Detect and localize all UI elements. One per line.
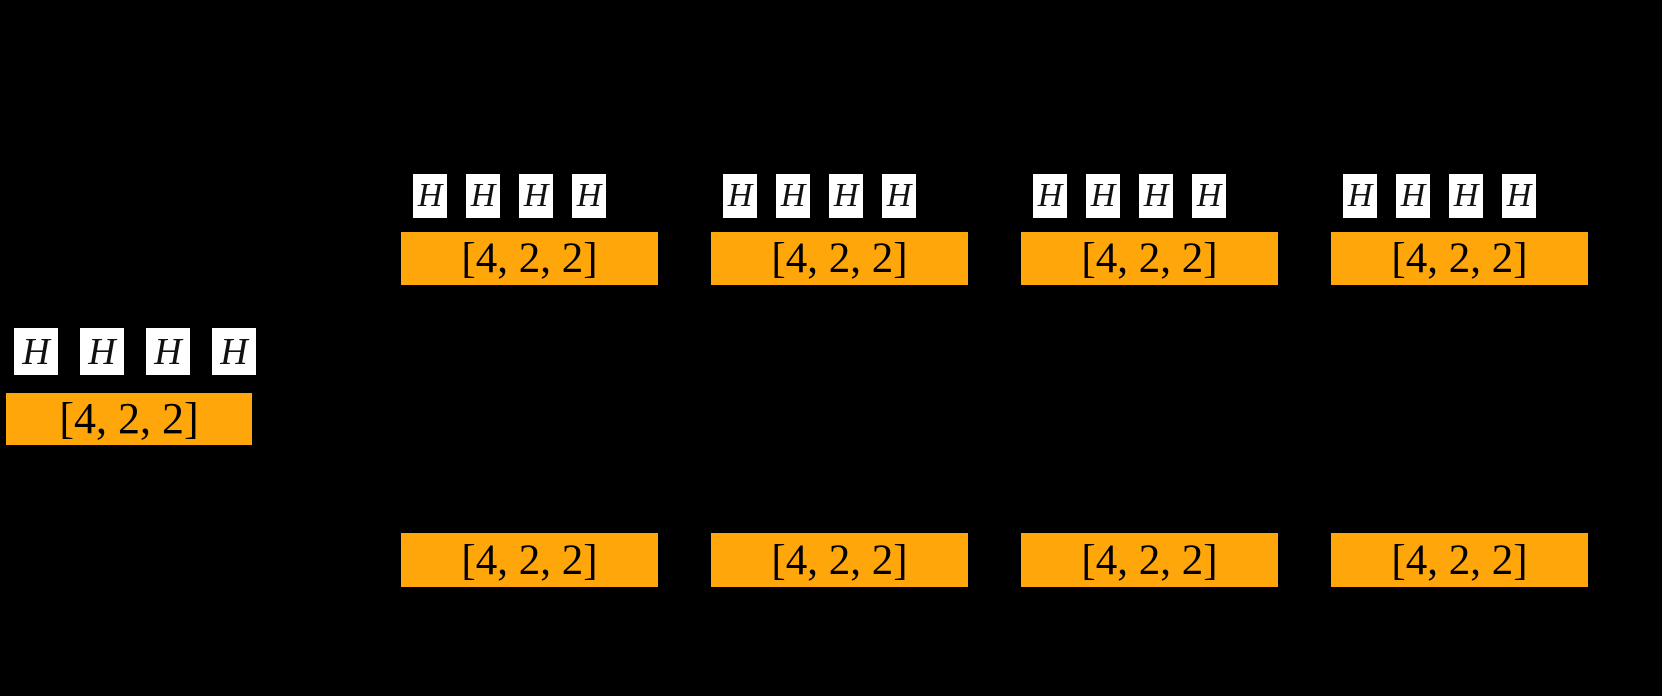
tensor-shape-bar: [4, 2, 2] <box>1331 232 1588 285</box>
head-box: H <box>146 328 190 375</box>
head-row-4: H H H H <box>1331 170 1536 218</box>
tensor-shape-bar: [4, 2, 2] <box>1021 533 1278 587</box>
tensor-shape-bar: [4, 2, 2] <box>711 232 968 285</box>
head-box: H <box>212 328 256 375</box>
head-box: H <box>776 174 810 218</box>
head-box: H <box>1086 174 1120 218</box>
head-box: H <box>1343 174 1377 218</box>
head-row-2: H H H H <box>711 170 916 218</box>
head-box: H <box>1139 174 1173 218</box>
tensor-shape-bar: [4, 2, 2] <box>1331 533 1588 587</box>
tensor-shape-bar: [4, 2, 2] <box>711 533 968 587</box>
tensor-shape-bar: [4, 2, 2] <box>401 533 658 587</box>
head-box: H <box>413 174 447 218</box>
head-box: H <box>1449 174 1483 218</box>
head-box: H <box>1396 174 1430 218</box>
tensor-shape-bar: [4, 2, 2] <box>6 393 252 445</box>
head-box: H <box>723 174 757 218</box>
head-box: H <box>882 174 916 218</box>
tensor-shape-bar: [4, 2, 2] <box>401 232 658 285</box>
head-box: H <box>1033 174 1067 218</box>
head-box: H <box>80 328 124 375</box>
head-box: H <box>519 174 553 218</box>
head-row-left: H H H H <box>0 325 256 375</box>
head-box: H <box>1502 174 1536 218</box>
head-row-3: H H H H <box>1021 170 1226 218</box>
head-box: H <box>1192 174 1226 218</box>
head-box: H <box>466 174 500 218</box>
head-box: H <box>572 174 606 218</box>
tensor-shape-bar: [4, 2, 2] <box>1021 232 1278 285</box>
head-box: H <box>14 328 58 375</box>
head-row-1: H H H H <box>401 170 606 218</box>
head-box: H <box>829 174 863 218</box>
